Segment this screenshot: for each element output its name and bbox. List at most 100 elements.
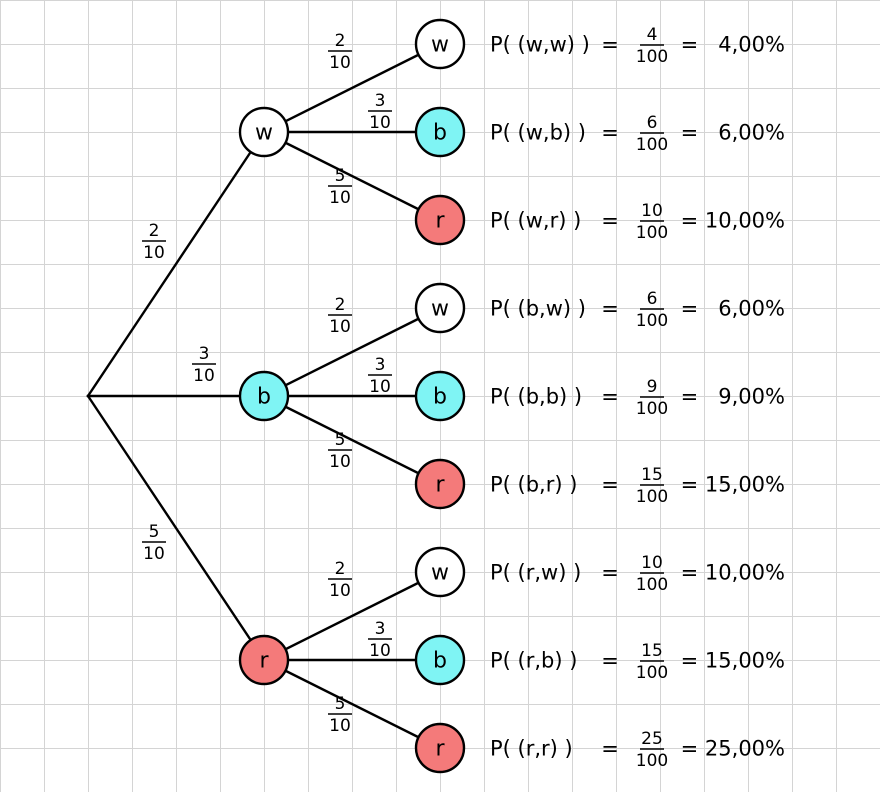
result-percent-value: 4,00% [698, 33, 785, 57]
node-b-r-circle [414, 458, 466, 510]
probability-root-b: 310 [192, 344, 216, 386]
equals-sign: = [681, 649, 699, 673]
result-event: P( (w,b) ) [490, 121, 586, 145]
result-fraction-denominator: 100 [636, 399, 668, 419]
probability-b-w-denominator: 10 [329, 317, 351, 337]
node-r-label: r [259, 649, 269, 674]
probability-r-r-denominator: 10 [329, 716, 351, 736]
node-r-r: r [414, 722, 466, 774]
result-event: P( (b,w) ) [490, 297, 586, 321]
node-w-w-circle [414, 18, 466, 70]
node-b-b: b [414, 370, 466, 422]
edge-root-r [87, 395, 265, 661]
probability-r-r-numerator: 5 [335, 694, 346, 714]
probability-root-w: 210 [142, 221, 166, 263]
node-w-b-circle [414, 106, 466, 158]
equals-sign: = [601, 561, 619, 585]
node-r-circle [238, 634, 290, 686]
equals-sign: = [681, 209, 699, 233]
probability-b-r-numerator: 5 [335, 430, 346, 450]
result-fraction-denominator: 100 [636, 47, 668, 67]
result-percent-value: 10,00% [698, 209, 785, 233]
result-fraction-numerator: 6 [647, 113, 658, 133]
probability-root-r: 510 [142, 522, 166, 564]
node-b-label: b [257, 385, 271, 410]
probability-w-b-denominator: 10 [369, 113, 391, 133]
result-percent-value: 6,00% [698, 121, 785, 145]
equals-sign: = [681, 561, 699, 585]
node-w-r-circle [414, 194, 466, 246]
result-percent: = 6,00% [681, 297, 785, 321]
probability-root-r-numerator: 5 [149, 522, 160, 542]
probability-b-b-numerator: 3 [375, 355, 386, 375]
probability-r-b: 310 [368, 619, 392, 661]
probability-b-r: 510 [328, 430, 352, 472]
equals-sign: = [681, 297, 699, 321]
result-percent: = 10,00% [681, 561, 785, 585]
node-r-w: w [414, 546, 466, 598]
edge-w-r [263, 130, 441, 222]
equals-sign: = [681, 385, 699, 409]
probability-w-r-numerator: 5 [335, 166, 346, 186]
probability-root-b-numerator: 3 [199, 344, 210, 364]
equals-sign: = [601, 649, 619, 673]
result-percent-value: 10,00% [698, 561, 785, 585]
node-w-label: w [255, 121, 273, 146]
result-fraction-numerator: 9 [647, 377, 658, 397]
probability-root-r-denominator: 10 [143, 544, 165, 564]
result-fraction-denominator: 100 [636, 663, 668, 683]
result-percent-value: 15,00% [698, 649, 785, 673]
result-percent: = 10,00% [681, 209, 785, 233]
node-r: r [238, 634, 290, 686]
node-w-r: r [414, 194, 466, 246]
result-percent-value: 9,00% [698, 385, 785, 409]
probability-r-w-denominator: 10 [329, 581, 351, 601]
edge-r-r [263, 658, 441, 750]
equals-sign: = [601, 473, 619, 497]
result-percent: = 6,00% [681, 121, 785, 145]
result-percent: = 4,00% [681, 33, 785, 57]
probability-b-r-denominator: 10 [329, 452, 351, 472]
probability-root-b-denominator: 10 [193, 366, 215, 386]
node-r-b: b [414, 634, 466, 686]
node-r-b-label: b [433, 649, 447, 674]
result-fraction-numerator: 15 [641, 465, 663, 485]
node-r-r-label: r [435, 737, 445, 762]
node-w-w: w [414, 18, 466, 70]
node-r-r-circle [414, 722, 466, 774]
probability-r-r: 510 [328, 694, 352, 736]
result-percent: = 15,00% [681, 649, 785, 673]
result-percent: = 25,00% [681, 737, 785, 761]
probability-w-w: 210 [328, 31, 352, 73]
node-b: b [238, 370, 290, 422]
result-percent: = 15,00% [681, 473, 785, 497]
edge-w-w [263, 42, 441, 134]
probability-r-w: 210 [328, 559, 352, 601]
node-b-w-circle [414, 282, 466, 334]
result-percent-value: 6,00% [698, 297, 785, 321]
result-fraction-denominator: 100 [636, 311, 668, 331]
equals-sign: = [601, 33, 619, 57]
node-w-w-label: w [431, 33, 449, 58]
probability-b-b-denominator: 10 [369, 377, 391, 397]
probability-b-w-numerator: 2 [335, 295, 346, 315]
probability-b-b: 310 [368, 355, 392, 397]
node-b-circle [238, 370, 290, 422]
equals-sign: = [681, 473, 699, 497]
result-event: P( (r,r) ) [490, 737, 573, 761]
